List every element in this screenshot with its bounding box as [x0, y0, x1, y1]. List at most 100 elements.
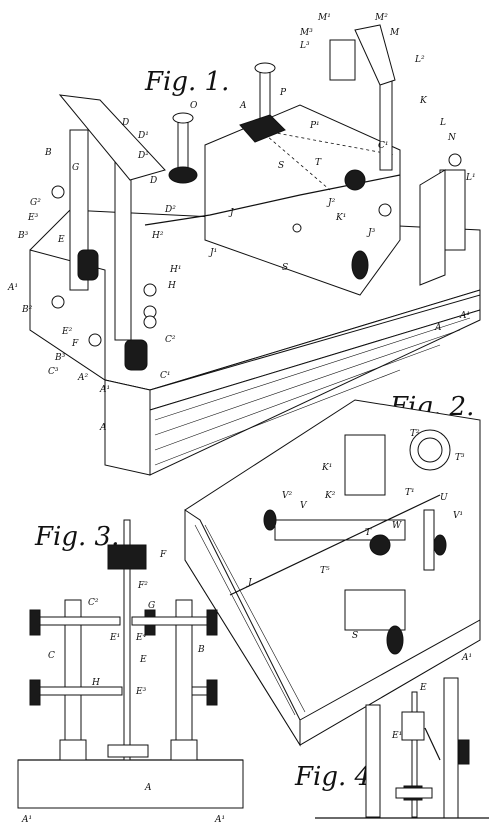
label: D² [137, 151, 149, 161]
fig-4-title: Fig. 4. [294, 762, 379, 792]
label: G² [30, 198, 41, 208]
fig4-rod [411, 691, 418, 818]
label: V [300, 501, 308, 511]
label: S [278, 161, 284, 171]
fig2-armature-bracket [344, 434, 386, 496]
label: A² [77, 373, 88, 383]
label: D [121, 118, 129, 128]
label: E [57, 235, 65, 245]
label: B [44, 148, 52, 158]
figure-1: Fig. 1. [29, 24, 481, 476]
label: L³ [299, 41, 310, 51]
label: J² [326, 198, 336, 208]
label: L² [414, 55, 425, 65]
label: D [149, 176, 157, 186]
label: K [419, 96, 428, 106]
label: D² [164, 205, 176, 215]
label: C¹ [160, 371, 171, 381]
label: A [434, 323, 442, 333]
fig1-sounder-plate [204, 104, 401, 296]
fig1-plate-knob [351, 250, 369, 280]
label: F [159, 550, 167, 560]
label: H² [151, 231, 164, 241]
fig3-set-screws [29, 609, 218, 706]
label: C³ [48, 367, 59, 377]
label: V² [282, 491, 292, 501]
label: N [447, 133, 457, 143]
label: G [148, 601, 155, 611]
label: K¹ [321, 463, 332, 473]
label: T [365, 528, 372, 538]
label: B² [21, 305, 33, 315]
label: M¹ [317, 13, 331, 23]
fig3-collar-f [107, 544, 147, 570]
label: A¹ [214, 815, 225, 825]
label: W [392, 521, 402, 531]
label: E¹ [391, 731, 402, 741]
label: K¹ [335, 213, 346, 223]
label: A [99, 423, 107, 433]
fig3-base [17, 759, 244, 809]
label: E³ [27, 213, 39, 223]
fig4-post-left [365, 704, 381, 818]
label: M² [374, 13, 388, 23]
label: M [389, 28, 400, 38]
label: A¹ [7, 283, 18, 293]
label: S [352, 631, 358, 641]
label: E [139, 655, 147, 665]
label: H¹ [169, 265, 181, 275]
label: E³ [135, 687, 147, 697]
label: U [440, 493, 448, 503]
label: C¹ [378, 141, 389, 151]
fig1-reference-labels: M¹ M² M³ L³ M L² P O A D B D¹ D² K L N P… [7, 13, 476, 433]
label: C² [165, 335, 176, 345]
label: J [228, 208, 235, 218]
label: A¹ [99, 385, 110, 395]
label: T [315, 158, 322, 168]
label: V¹ [453, 511, 463, 521]
label: A¹ [459, 311, 470, 321]
fig2-knob [386, 625, 404, 655]
label: E [419, 683, 427, 693]
fig3-reference-labels: F F² C² G E¹ E⁴ C E B H E³ A A¹ A¹ [21, 550, 225, 825]
fig1-binding-posts [168, 62, 286, 184]
label: C [48, 651, 55, 661]
label: A¹ [21, 815, 32, 825]
fig4-post-right [443, 677, 459, 819]
label: E¹ [109, 633, 120, 643]
label: B³ [17, 231, 29, 241]
label: A¹ [461, 653, 472, 663]
fig-3-title: Fig. 3. [34, 522, 119, 552]
label: B [197, 645, 205, 655]
fig4-reference-labels: E E¹ [391, 683, 427, 741]
label: J [246, 578, 253, 588]
label: F² [137, 581, 148, 591]
label: P [279, 88, 287, 98]
fig1-right-assembly [329, 24, 466, 286]
fig2-reference-labels: T² K¹ T³ V² V K² T¹ U V¹ T W J T⁵ S A¹ [246, 429, 472, 663]
label: H [91, 678, 100, 688]
fig-1-title: Fig. 1. [144, 67, 229, 97]
label: T¹ [405, 488, 415, 498]
label: E⁴ [135, 633, 147, 643]
label: T³ [455, 453, 465, 463]
label: L¹ [465, 173, 476, 183]
figure-2: Fig. 2. [184, 392, 481, 747]
label: A [144, 783, 152, 793]
label: H [167, 281, 176, 291]
label: G [72, 163, 79, 173]
label: J³ [366, 228, 376, 238]
label: B³ [54, 353, 66, 363]
label: S [282, 263, 288, 273]
label: P¹ [309, 121, 320, 131]
label: K² [324, 491, 336, 501]
fig2-lever-bar [274, 519, 406, 541]
label: C² [88, 598, 99, 608]
label: O [190, 101, 198, 111]
figure-4: Fig. 4. [294, 677, 489, 819]
label: A [239, 101, 247, 111]
fig3-center-rod [123, 519, 131, 761]
label: E² [61, 327, 73, 337]
fig1-left-posts [51, 94, 166, 371]
